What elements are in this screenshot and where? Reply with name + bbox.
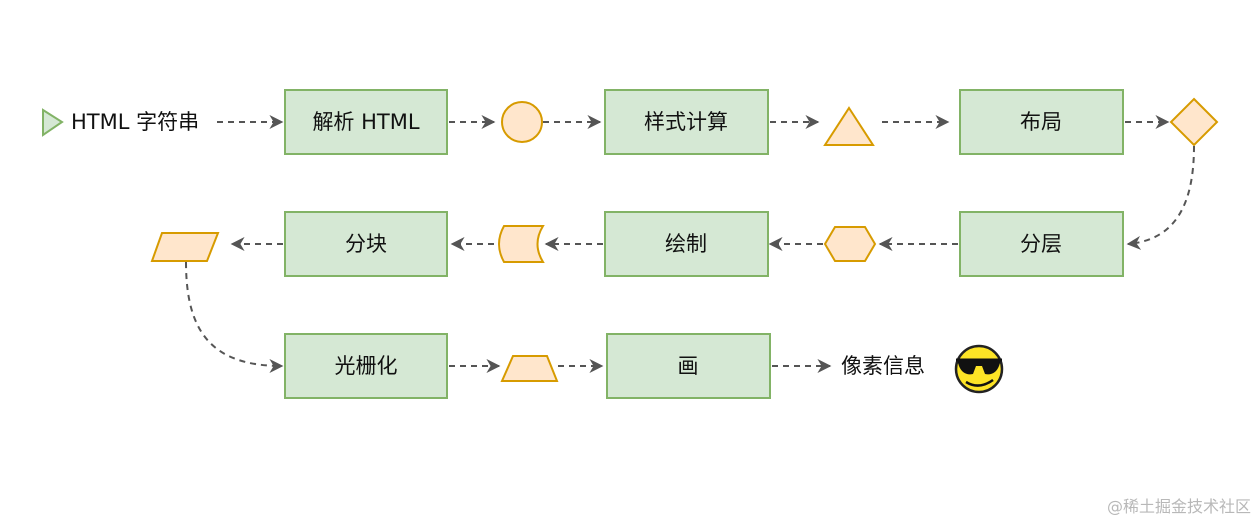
edge-parallelogram-raster <box>185 261 284 373</box>
step-tiles <box>284 211 448 277</box>
paint-list-storage-icon <box>498 225 545 263</box>
sunglasses-smiley-icon <box>954 344 1004 394</box>
step-paint-label: 绘制 <box>665 232 707 256</box>
step-layer-label: 分层 <box>1020 232 1062 256</box>
styles-triangle-icon <box>823 106 875 146</box>
layout-tree-diamond-icon <box>1169 97 1219 147</box>
watermark: @稀土掘金技术社区 <box>1107 497 1251 516</box>
end-label: 像素信息 <box>841 354 925 378</box>
step-paint <box>604 211 769 277</box>
step-tiles-label: 分块 <box>345 232 387 256</box>
dom-tree-circle-icon <box>501 101 543 143</box>
step-layout <box>959 89 1124 155</box>
step-draw <box>606 333 771 399</box>
step-layout-label: 布局 <box>1020 110 1062 134</box>
step-style-calc <box>604 89 769 155</box>
step-raster <box>284 333 448 399</box>
step-parse-html-label: 解析 HTML <box>312 110 419 134</box>
step-style-calc-label: 样式计算 <box>644 110 728 134</box>
bitmap-trapezoid-icon <box>500 355 559 382</box>
start-triangle-icon <box>42 108 64 137</box>
edge-diamond-layer <box>1126 145 1195 250</box>
layer-tree-hexagon-icon <box>823 226 877 262</box>
step-layer <box>959 211 1124 277</box>
tiles-parallelogram-icon <box>150 232 220 262</box>
start-label: HTML 字符串 <box>71 110 199 134</box>
step-draw-label: 画 <box>678 354 699 378</box>
step-parse-html <box>284 89 448 155</box>
step-raster-label: 光栅化 <box>335 354 398 378</box>
